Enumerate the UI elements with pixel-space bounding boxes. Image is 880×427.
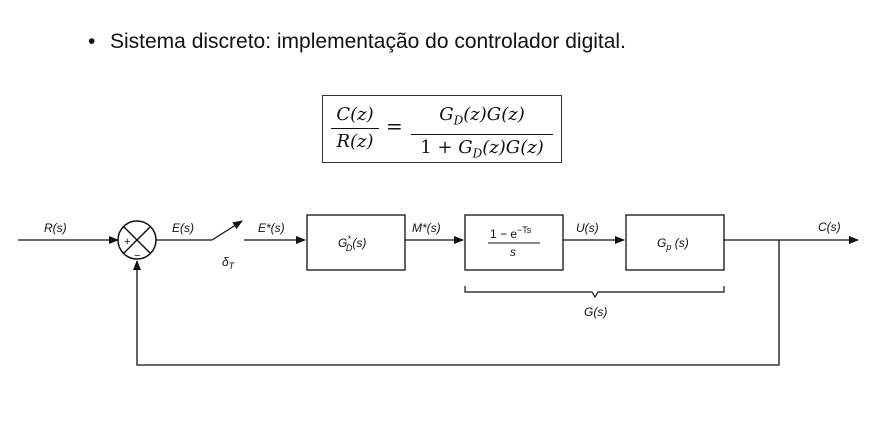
rhs-fraction-bar	[411, 133, 553, 135]
sampler-label: δT	[222, 255, 236, 271]
rhs-fraction: GD(z)G(z) 1 + GD(z)G(z)	[411, 102, 553, 166]
brace-label: G(s)	[584, 305, 607, 319]
heading-line: • Sistema discreto: implementação do cont…	[88, 30, 626, 54]
controller-block	[306, 214, 406, 271]
heading-text: Sistema discreto: implementação do contr…	[110, 30, 626, 53]
equals-sign: =	[386, 114, 403, 138]
error-label: E(s)	[172, 221, 194, 235]
summing-minus-sign: −	[134, 250, 140, 262]
lhs-numerator: C(z)	[336, 104, 374, 125]
rhs-numerator: GD(z)G(z)	[439, 104, 525, 128]
feedback-path	[133, 240, 780, 366]
summing-plus-sign: +	[124, 236, 130, 248]
lhs-denominator: R(z)	[336, 131, 374, 152]
lhs-fraction-bar	[331, 128, 379, 129]
plant-block	[625, 214, 725, 271]
g-of-s-brace	[464, 286, 725, 299]
bullet-glyph: •	[88, 30, 96, 53]
hold-output-label: U(s)	[576, 221, 599, 235]
transfer-function-formula: C(z) R(z) = GD(z)G(z) 1 + GD(z)G(z)	[322, 95, 562, 163]
lhs-fraction: C(z) R(z)	[331, 102, 379, 155]
input-label: R(s)	[44, 221, 67, 235]
controller-block-label: G*D(s)	[338, 234, 366, 253]
rhs-denominator: 1 + GD(z)G(z)	[420, 136, 544, 161]
controller-output-label: M*(s)	[412, 221, 441, 235]
sampler-switch	[211, 220, 243, 241]
sampled-error-label: E*(s)	[258, 221, 285, 235]
output-label: C(s)	[818, 220, 841, 234]
hold-block-denominator: s	[510, 245, 516, 259]
plant-block-label: Gp (s)	[657, 236, 689, 252]
summing-junction: + −	[117, 220, 157, 262]
